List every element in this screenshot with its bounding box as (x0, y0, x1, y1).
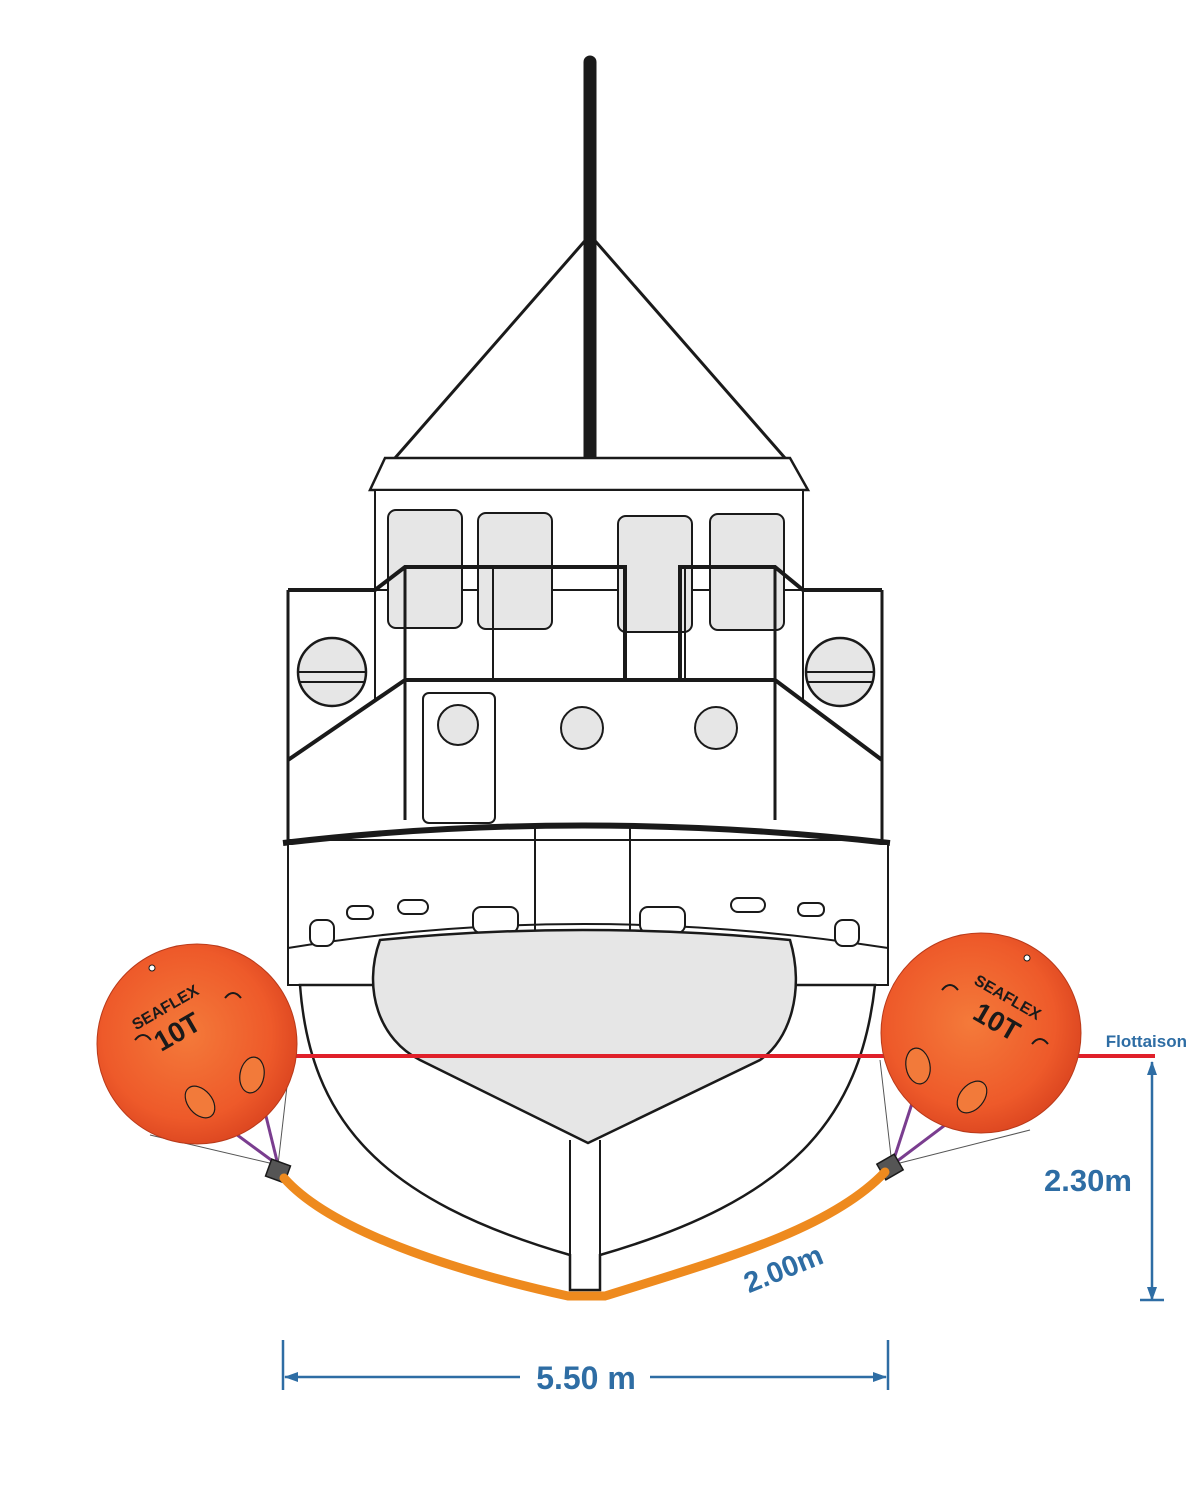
lift-bag-left: SEAFLEX 10T (96, 943, 298, 1184)
height-label: 2.30m (1044, 1163, 1132, 1198)
mast (393, 55, 787, 465)
hull-shade (371, 928, 798, 1145)
window (617, 515, 693, 633)
life-ring-right (804, 636, 876, 708)
window (709, 513, 785, 631)
beam-dimension: 5.50 m (281, 1340, 890, 1396)
porthole (560, 706, 604, 750)
lift-bag-right: SEAFLEX 10T (875, 932, 1082, 1181)
porthole (437, 704, 479, 746)
wheelhouse (368, 456, 811, 633)
porthole (694, 706, 738, 750)
beam-label: 5.50 m (536, 1360, 636, 1396)
hull (298, 928, 877, 1292)
life-ring-left (296, 636, 368, 708)
gunwale (282, 822, 891, 846)
window (477, 512, 553, 630)
waterline-label: Flottaison (1106, 1032, 1187, 1051)
height-dimension: 2.30m (1030, 1061, 1164, 1302)
lifting-strap (279, 1167, 890, 1301)
deck-house (286, 565, 884, 841)
